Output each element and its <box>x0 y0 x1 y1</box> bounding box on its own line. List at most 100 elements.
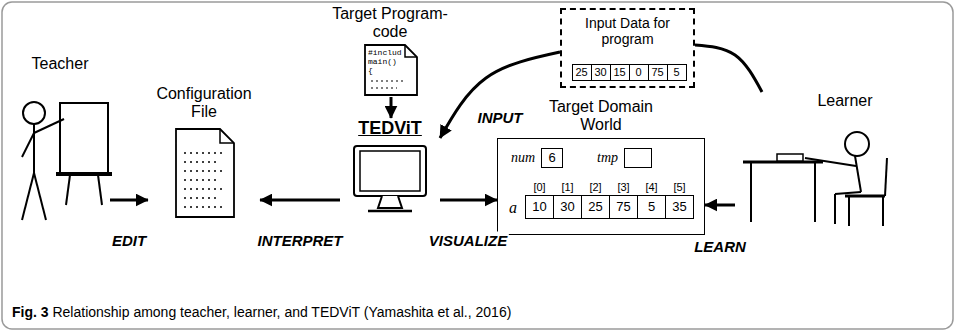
array-cell: [5]35 <box>665 180 694 222</box>
flow-arrow <box>440 52 560 138</box>
array-cell: [1]30 <box>553 180 582 222</box>
array-value: 0 <box>630 65 648 80</box>
node-title: Learner <box>785 92 905 110</box>
array-cell: 15 <box>610 64 630 81</box>
variable-name: tmp <box>597 150 618 166</box>
array-value: 75 <box>609 195 638 219</box>
variable-box: tmp <box>597 148 663 168</box>
flow-arrow <box>705 204 735 207</box>
illustration-stroke <box>184 161 218 162</box>
empty-variable-box <box>624 148 652 168</box>
teacher-figure-drawing <box>10 55 110 235</box>
array-index: [1] <box>561 180 573 195</box>
flow-arrow <box>695 45 762 92</box>
illustration-stroke <box>34 173 46 220</box>
learner-figure: Learner <box>735 92 935 242</box>
illustration-stroke <box>378 196 402 208</box>
illustration-stroke <box>354 146 426 196</box>
illustration-stroke <box>845 132 869 156</box>
illustration-stroke <box>360 151 420 191</box>
illustration-stroke <box>184 179 218 180</box>
illustration-stroke <box>66 175 70 205</box>
illustration-stroke <box>184 152 226 153</box>
array-cell: 25 <box>572 64 592 81</box>
array-value: 30 <box>553 195 582 219</box>
variable-name: num <box>511 150 535 166</box>
array-cell: [0]10 <box>525 180 554 222</box>
array-cell: 75 <box>648 64 668 81</box>
variable-box: num 6 <box>511 148 577 168</box>
node-title: Target Domain World <box>536 98 666 134</box>
illustration-stroke <box>882 196 884 226</box>
illustration-stroke <box>405 45 417 57</box>
teacher-figure: Teacher <box>10 55 110 235</box>
code-line: #includ <box>368 48 402 57</box>
learner-figure-drawing <box>735 92 935 242</box>
array-cell: [2]25 <box>581 180 610 222</box>
figure-caption: Fig. 3 Relationship among teacher, learn… <box>12 304 511 320</box>
illustration-stroke <box>184 188 226 189</box>
array-index: [4] <box>645 180 657 195</box>
illustration-stroke <box>814 162 816 222</box>
illustration-stroke <box>777 154 803 161</box>
illustration-stroke <box>176 129 234 217</box>
illustration-stroke <box>805 158 856 166</box>
array-value: 15 <box>611 65 629 80</box>
edge-label: VISUALIZE <box>427 232 509 249</box>
array-name: a <box>509 199 517 217</box>
edge-label: INTERPRET <box>255 232 344 249</box>
illustration-stroke <box>835 192 861 194</box>
array-value: 5 <box>637 195 666 219</box>
illustration-stroke <box>220 129 234 143</box>
array-value: 30 <box>592 65 610 80</box>
variable-value: 6 <box>541 148 563 168</box>
edge-label: INPUT <box>476 109 525 126</box>
illustration-stroke <box>834 194 836 224</box>
illustration-stroke <box>845 195 885 198</box>
illustration-stroke <box>368 210 412 213</box>
illustration-stroke <box>23 102 45 124</box>
input-data-box: Input Data for program 2530150755 <box>560 8 695 88</box>
array-index: [0] <box>533 180 545 195</box>
array-cell: 30 <box>591 64 611 81</box>
illustration-stroke <box>184 197 218 198</box>
array-value: 25 <box>581 195 610 219</box>
node-title: Input Data for program <box>584 16 672 47</box>
node-title: TEDViT <box>340 118 440 138</box>
code-line: main() <box>368 57 397 66</box>
array-cell: 0 <box>629 64 649 81</box>
illustration-stroke <box>22 133 34 157</box>
array-value: 5 <box>668 65 686 80</box>
array-value: 25 <box>573 65 591 80</box>
flow-arrow <box>110 199 148 202</box>
array-index: [2] <box>589 180 601 195</box>
node-title: Teacher <box>12 55 108 73</box>
array-index: [5] <box>673 180 685 195</box>
illustration-stroke <box>33 124 35 173</box>
illustration-stroke <box>885 158 887 196</box>
illustration-stroke <box>184 206 226 207</box>
illustration-stroke <box>56 172 112 176</box>
flow-arrow <box>390 97 393 118</box>
array-value: 75 <box>649 65 667 80</box>
illustration-stroke <box>22 173 34 220</box>
illustration-stroke <box>371 87 397 88</box>
edge-label: EDIT <box>110 232 148 249</box>
document-icon: Configuration File <box>148 85 260 220</box>
flow-arrow <box>440 199 497 202</box>
illustration-stroke <box>98 175 102 205</box>
node-title: Target Program-code <box>327 5 453 41</box>
edge-label: LEARN <box>692 238 748 255</box>
array-index: [3] <box>617 180 629 195</box>
illustration-stroke <box>848 196 850 226</box>
illustration-stroke <box>34 119 64 133</box>
array-cell: [3]75 <box>609 180 638 222</box>
illustration-stroke <box>184 170 226 171</box>
flow-arrow <box>260 199 340 202</box>
frame-border <box>2 2 953 329</box>
